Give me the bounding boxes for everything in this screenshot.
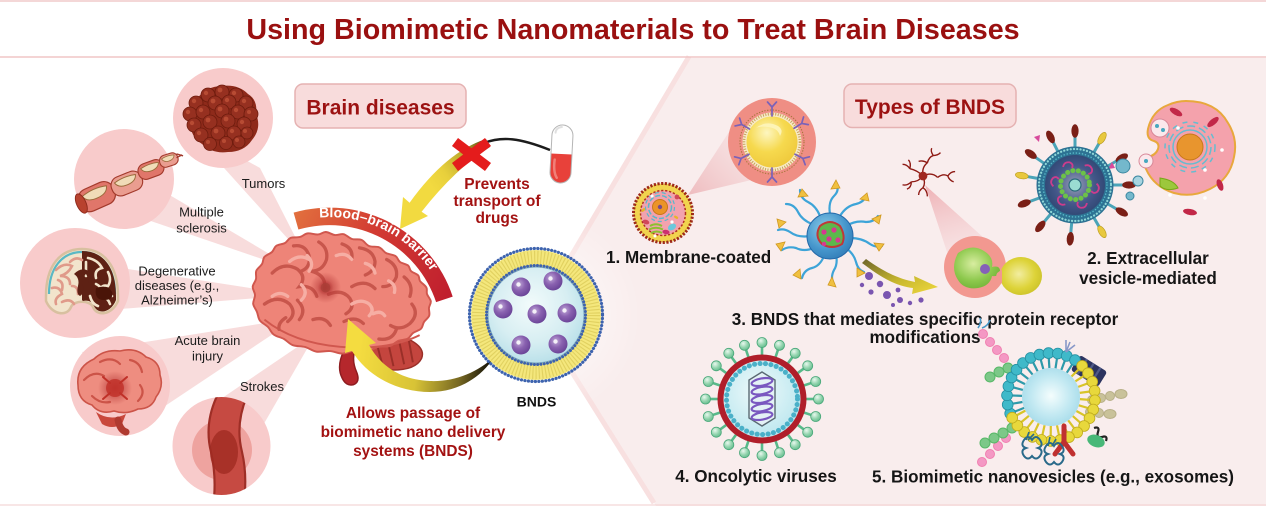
svg-text:4. Oncolytic viruses: 4. Oncolytic viruses — [675, 467, 837, 486]
svg-text:Multiple: Multiple — [179, 205, 224, 220]
svg-text:modifications: modifications — [869, 328, 980, 347]
svg-text:vesicle-mediated: vesicle-mediated — [1079, 269, 1217, 288]
svg-text:5. Biomimetic nanovesicles (e.: 5. Biomimetic nanovesicles (e.g., exosom… — [872, 468, 1234, 487]
svg-text:Allows passage of: Allows passage of — [346, 405, 481, 422]
svg-text:transport of: transport of — [454, 193, 542, 210]
svg-text:drugs: drugs — [475, 210, 518, 227]
svg-text:Acute brain: Acute brain — [175, 333, 241, 348]
svg-text:Brain diseases: Brain diseases — [306, 97, 454, 120]
svg-text:Tumors: Tumors — [242, 176, 286, 191]
svg-text:Types of BNDS: Types of BNDS — [855, 96, 1005, 119]
svg-text:biomimetic nano delivery: biomimetic nano delivery — [321, 424, 506, 441]
svg-text:3. BNDS that mediates specific: 3. BNDS that mediates specific protein r… — [732, 310, 1119, 329]
svg-text:2. Extracellular: 2. Extracellular — [1087, 249, 1209, 268]
svg-text:systems (BNDS): systems (BNDS) — [353, 443, 473, 460]
svg-text:Degenerative: Degenerative — [138, 264, 215, 279]
svg-text:injury: injury — [192, 349, 224, 364]
svg-text:Prevents: Prevents — [464, 176, 529, 193]
svg-text:Using Biomimetic Nanomaterials: Using Biomimetic Nanomaterials to Treat … — [246, 14, 1019, 46]
svg-text:Strokes: Strokes — [240, 379, 285, 394]
svg-text:BNDS: BNDS — [517, 394, 557, 410]
svg-text:1. Membrane-coated: 1. Membrane-coated — [606, 248, 771, 267]
svg-text:sclerosis: sclerosis — [176, 221, 227, 236]
svg-text:diseases (e.g.,: diseases (e.g., — [135, 278, 220, 293]
svg-text:Alzheimer’s): Alzheimer’s) — [141, 293, 213, 308]
